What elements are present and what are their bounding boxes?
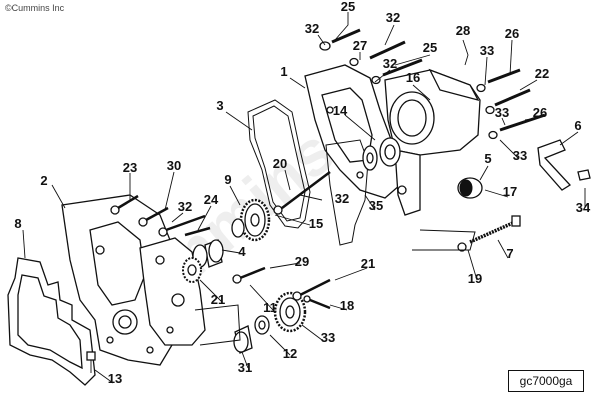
callout-28: 28	[456, 23, 470, 38]
bolt-31	[86, 351, 96, 373]
callout-32: 32	[178, 199, 192, 214]
callout-21: 21	[361, 256, 375, 271]
bolt-29	[457, 215, 521, 252]
callout-20: 20	[273, 156, 287, 171]
callout-26: 26	[533, 105, 547, 120]
callout-4: 4	[238, 244, 246, 259]
callout-3: 3	[216, 98, 223, 113]
seal-5	[457, 177, 483, 199]
bushing-13	[254, 315, 270, 335]
callout-31: 31	[238, 360, 252, 375]
callout-21: 21	[211, 292, 225, 307]
camshaft-gear-9	[231, 198, 271, 242]
callout-6: 6	[574, 118, 581, 133]
bolt-group-top	[319, 28, 546, 140]
callout-30: 30	[167, 158, 181, 173]
callout-33: 33	[480, 43, 494, 58]
callout-29: 29	[295, 254, 309, 269]
callout-32: 32	[305, 21, 319, 36]
bolt-group-mid	[232, 266, 331, 310]
callout-32: 32	[383, 56, 397, 71]
callout-27: 27	[353, 38, 367, 53]
callout-14: 14	[333, 103, 348, 118]
callout-32: 32	[386, 10, 400, 25]
callout-24: 24	[204, 192, 219, 207]
crankshaft-gear-11	[182, 257, 202, 283]
callout-8: 8	[14, 216, 21, 231]
accessory-drive-housing	[384, 68, 481, 216]
callout-32: 32	[335, 191, 349, 206]
bracket-6	[537, 139, 591, 191]
figure-id-label: gc7000ga	[508, 370, 584, 392]
callout-5: 5	[484, 151, 491, 166]
callout-12: 12	[283, 346, 297, 361]
callout-9: 9	[224, 172, 231, 187]
callout-16: 16	[406, 70, 420, 85]
callout-33: 33	[321, 330, 335, 345]
callout-23: 23	[123, 160, 137, 175]
rear-gasket	[7, 257, 96, 386]
callout-11: 11	[263, 300, 277, 315]
callout-1: 1	[280, 64, 287, 79]
idler-gear-12	[273, 291, 307, 333]
bushing-10	[233, 325, 253, 354]
callout-25: 25	[341, 0, 355, 14]
gear-housing-gasket	[247, 99, 311, 229]
callout-17: 17	[503, 184, 517, 199]
callout-35: 35	[369, 198, 383, 213]
callout-18: 18	[340, 298, 354, 313]
callout-34: 34	[576, 200, 591, 215]
leader-lines	[22, 12, 586, 384]
callout-33: 33	[495, 105, 509, 120]
gear-hub-7	[192, 239, 224, 268]
front-gear-housing	[61, 194, 176, 366]
callout-33: 33	[513, 148, 527, 163]
callout-15: 15	[309, 216, 323, 231]
bolt-group-left	[110, 194, 211, 237]
callout-19: 19	[468, 271, 482, 286]
callout-22: 22	[535, 66, 549, 81]
stud-35	[273, 171, 331, 215]
callout-26: 26	[505, 26, 519, 41]
callout-13: 13	[108, 371, 122, 386]
idler-gear-14	[362, 137, 401, 171]
callout-25: 25	[423, 40, 437, 55]
callout-7: 7	[506, 246, 513, 261]
callout-2: 2	[40, 173, 47, 188]
copyright-text: ©Cummins Inc	[5, 3, 65, 13]
